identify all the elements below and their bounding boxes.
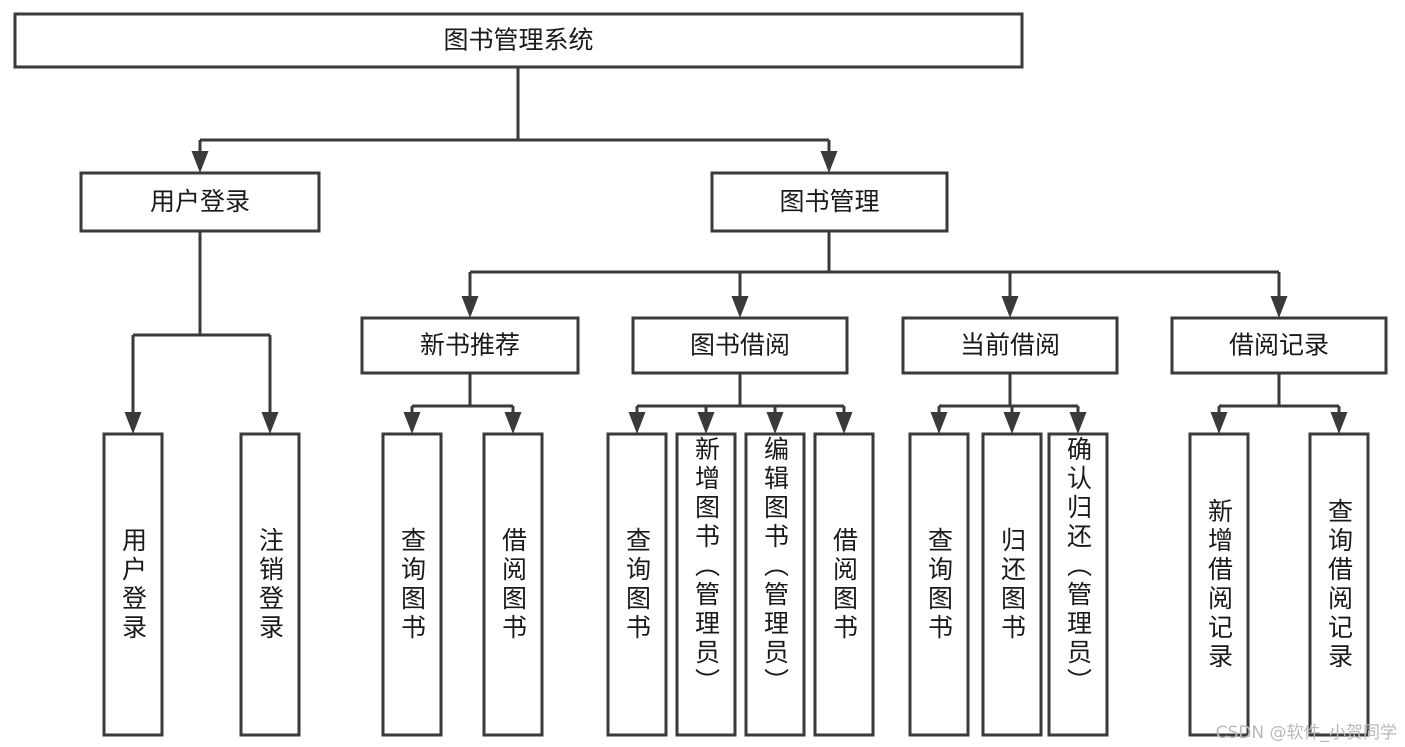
level2-node-label: 图书借阅 <box>690 331 790 360</box>
arrow-head-icon <box>697 412 715 434</box>
borrow-book-to-leaves-connector <box>628 373 853 434</box>
level2-node-label: 借阅记录 <box>1229 331 1329 360</box>
level2-node-box[interactable] <box>901 316 1119 375</box>
level1-node-label: 用户登录 <box>150 187 250 216</box>
book-manage-to-level2-connector <box>461 231 1288 318</box>
leaf-node-box[interactable] <box>239 432 301 737</box>
node-box-layer <box>13 12 1388 737</box>
arrow-head-icon <box>820 151 838 173</box>
leaf-node-box[interactable] <box>1047 432 1109 737</box>
leaf-node-box[interactable] <box>102 432 164 737</box>
leaf-node-box[interactable] <box>908 432 970 737</box>
connector-layer <box>124 67 1348 434</box>
arrow-head-icon <box>1330 412 1348 434</box>
leaf-node-box[interactable] <box>744 432 806 737</box>
arrow-head-icon <box>124 412 142 434</box>
new-book-to-leaves-connector <box>403 373 522 434</box>
root-node-box[interactable] <box>13 12 1024 69</box>
arrow-head-icon <box>766 412 784 434</box>
level2-node-label: 新书推荐 <box>420 331 520 360</box>
leaf-node-box[interactable] <box>482 432 544 737</box>
root-node-label: 图书管理系统 <box>443 26 593 55</box>
arrow-head-icon <box>930 412 948 434</box>
leaf-node-box[interactable] <box>813 432 875 737</box>
current-borrow-to-leaves-connector <box>930 373 1087 434</box>
user-login-to-leaves-connector <box>124 231 279 434</box>
borrow-record-to-leaves-connector <box>1210 373 1348 434</box>
level2-node-box[interactable] <box>631 316 849 375</box>
root-to-level1-connector <box>191 67 838 173</box>
arrow-head-icon <box>835 412 853 434</box>
arrow-head-icon <box>1210 412 1228 434</box>
leaf-node-box[interactable] <box>1188 432 1250 737</box>
arrow-head-icon <box>1003 412 1021 434</box>
level1-node-box[interactable] <box>79 171 321 233</box>
arrow-head-icon <box>1069 412 1087 434</box>
level2-node-label: 当前借阅 <box>960 331 1060 360</box>
leaf-node-box[interactable] <box>381 432 443 737</box>
arrow-head-icon <box>1001 296 1019 318</box>
arrow-head-icon <box>504 412 522 434</box>
level2-node-box[interactable] <box>360 316 580 375</box>
leaf-node-box[interactable] <box>1308 432 1370 737</box>
arrow-head-icon <box>731 296 749 318</box>
leaf-node-box[interactable] <box>981 432 1043 737</box>
arrow-head-icon <box>1270 296 1288 318</box>
level1-node-box[interactable] <box>710 171 949 233</box>
level1-node-label: 图书管理 <box>779 187 879 216</box>
level2-node-box[interactable] <box>1170 316 1388 375</box>
arrow-head-icon <box>461 296 479 318</box>
arrow-head-icon <box>191 151 209 173</box>
leaf-node-box[interactable] <box>606 432 668 737</box>
arrow-head-icon <box>628 412 646 434</box>
leaf-node-box[interactable] <box>675 432 737 737</box>
arrow-head-icon <box>403 412 421 434</box>
arrow-head-icon <box>261 412 279 434</box>
watermark: CSDN @软件_小贺同学 <box>1215 723 1397 743</box>
